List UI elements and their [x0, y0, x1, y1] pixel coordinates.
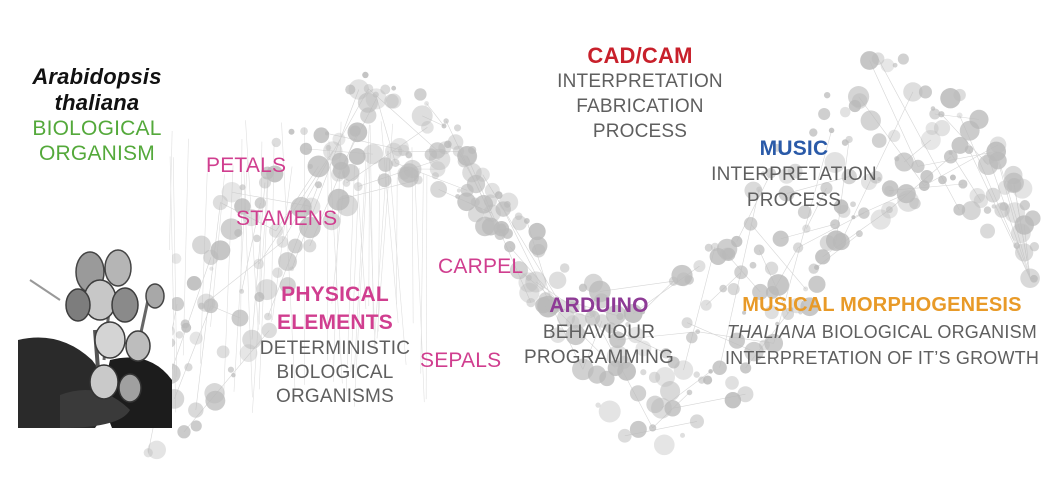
physical-sub-line3: ORGANISMS [276, 386, 394, 407]
physical-title-line2: ELEMENTS [277, 311, 393, 334]
physical-sub-line2: BIOLOGICAL [276, 362, 394, 383]
music-title: MUSIC [759, 137, 829, 160]
arduino-title: ARDUINO [549, 294, 649, 317]
species-type-line2: ORGANISM [39, 142, 155, 165]
morphogenesis-sub-line1-rest: BIOLOGICAL ORGANISM [816, 322, 1037, 342]
morphogenesis-italic-word: THALIANA [726, 322, 817, 342]
species-label: Arabidopsis thaliana BIOLOGICAL ORGANISM [22, 64, 172, 166]
arduino-sub-line1: BEHAVIOUR [542, 322, 656, 343]
carpel-label: CARPEL [438, 255, 524, 278]
morphogenesis-block: MUSICAL MORPHOGENESIS THALIANA BIOLOGICA… [712, 292, 1052, 371]
morphogenesis-title: MUSICAL MORPHOGENESIS [742, 294, 1022, 316]
morphogenesis-sub-line1: THALIANA BIOLOGICAL ORGANISM [712, 319, 1052, 345]
physical-sub-line1: DETERMINISTIC [259, 338, 411, 359]
cadcam-sub-line1: INTERPRETATION [557, 71, 723, 92]
music-block: MUSIC INTERPRETATION PROCESS [704, 135, 884, 214]
species-name-line2: thaliana [54, 90, 140, 115]
petals-label: PETALS [206, 154, 287, 177]
physical-title-line1: PHYSICAL [281, 283, 389, 306]
cadcam-sub-line2: FABRICATION [576, 96, 704, 117]
cadcam-title: CAD/CAM [587, 43, 693, 68]
species-type-line1: BIOLOGICAL [32, 117, 162, 140]
cadcam-block: CAD/CAM INTERPRETATION FABRICATION PROCE… [540, 42, 740, 144]
species-name-line1: Arabidopsis [32, 64, 162, 89]
flower-photo [18, 249, 172, 428]
sepals-label: SEPALS [420, 349, 502, 372]
physical-elements-block: PHYSICAL ELEMENTS DETERMINISTIC BIOLOGIC… [252, 281, 418, 409]
arduino-sub-line2: PROGRAMMING [524, 347, 674, 368]
cadcam-sub-line3: PROCESS [592, 121, 688, 142]
music-sub-line1: INTERPRETATION [711, 164, 877, 185]
arduino-block: ARDUINO BEHAVIOUR PROGRAMMING [514, 292, 684, 370]
stamens-label: STAMENS [236, 207, 338, 230]
morphogenesis-sub-line2: INTERPRETATION OF IT’S GROWTH [724, 348, 1040, 368]
music-sub-line2: PROCESS [746, 190, 842, 211]
